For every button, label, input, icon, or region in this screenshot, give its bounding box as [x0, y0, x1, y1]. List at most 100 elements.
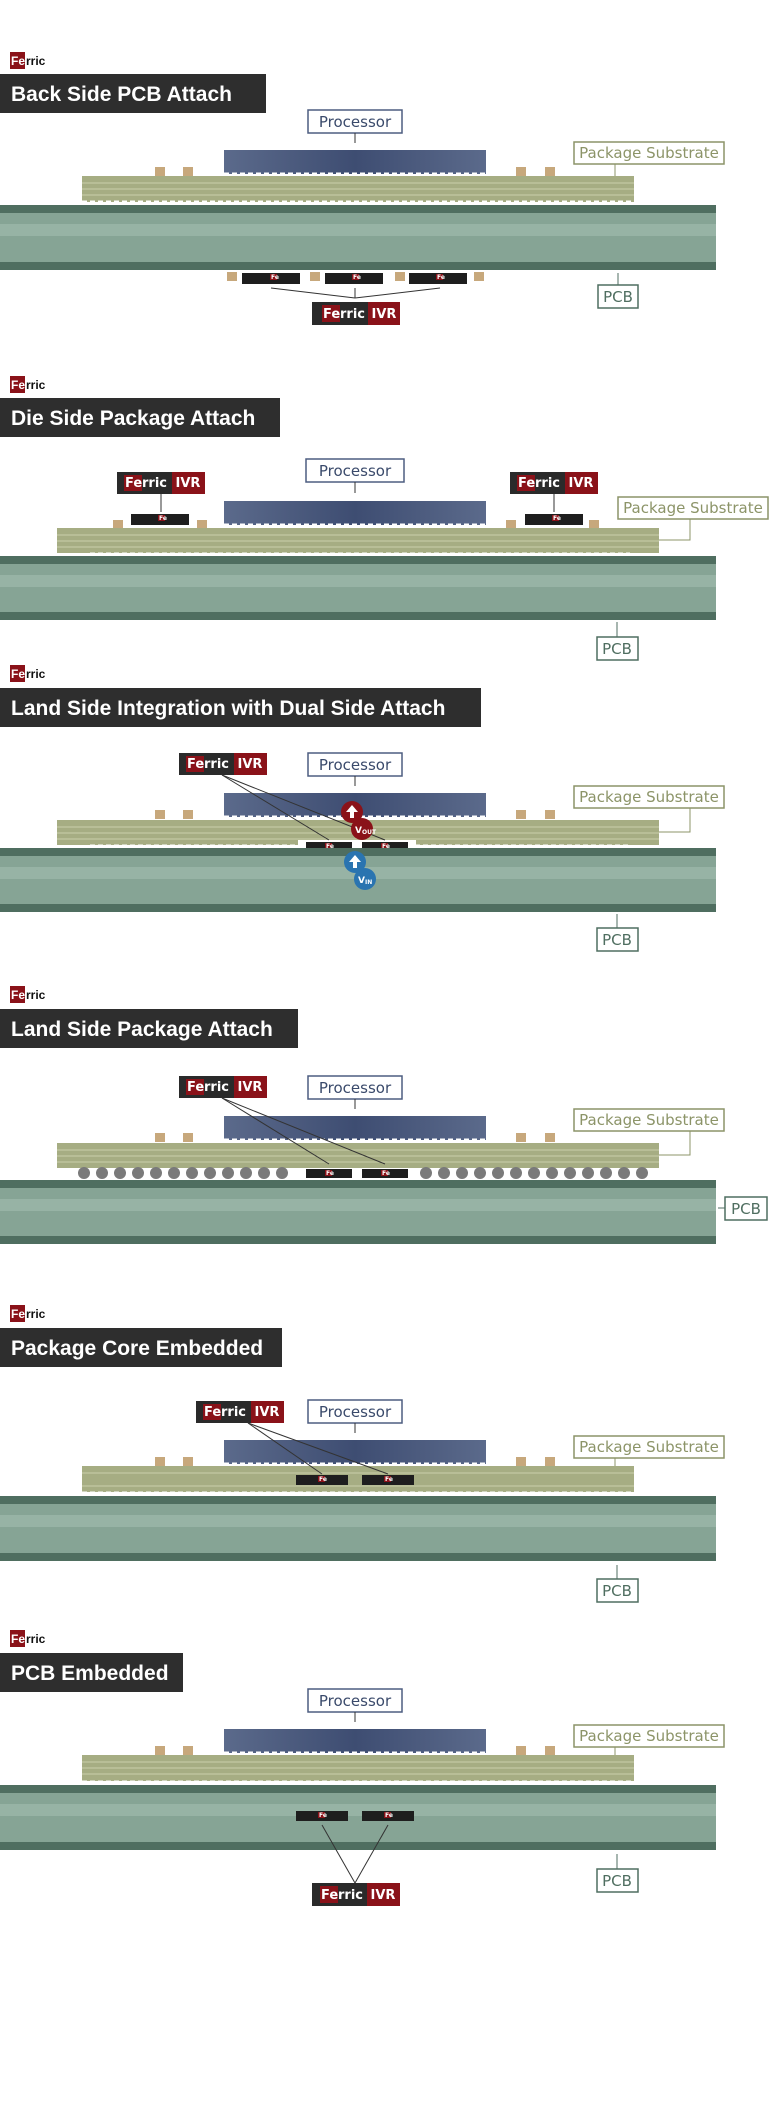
svg-text:Fe: Fe: [319, 1476, 327, 1483]
section-back-side-pcb-attach: Fe rric Back Side PCB Attach Processor P…: [0, 52, 725, 325]
vout-badge: V OUT: [341, 801, 377, 840]
package-substrate: [82, 1466, 634, 1492]
svg-text:Fe: Fe: [187, 757, 204, 772]
logo-prefix: Fe: [11, 54, 25, 68]
processor-die: [224, 150, 486, 174]
svg-text:Fe: Fe: [326, 843, 334, 850]
section-title-bar: [0, 1328, 282, 1367]
substrate-label: Package Substrate: [579, 788, 719, 806]
svg-text:rric: rric: [204, 1080, 229, 1095]
svg-text:Fe: Fe: [321, 1888, 338, 1903]
ivr-chip: Fe: [296, 1475, 348, 1485]
ivr-chip: Fe: [362, 1475, 414, 1485]
pad: [516, 167, 526, 176]
vout-label: V: [355, 826, 362, 836]
svg-text:rric: rric: [26, 378, 46, 392]
pcb: [0, 1793, 716, 1842]
substrate-label-box: [617, 496, 769, 520]
vin-badge: V IN: [344, 851, 376, 890]
ivr-chip: Fe: [362, 1811, 414, 1821]
substrate-label: Package Substrate: [579, 1111, 719, 1129]
svg-text:IVR: IVR: [371, 1888, 396, 1903]
section-title: Package Core Embedded: [11, 1337, 263, 1360]
svg-text:Fe: Fe: [437, 274, 445, 281]
svg-text:IN: IN: [365, 879, 372, 886]
svg-text:Fe: Fe: [319, 1812, 327, 1819]
substrate-label: Package Substrate: [623, 499, 763, 517]
ferric-logo: Fe rric: [10, 52, 46, 69]
section-die-side-package-attach: Fe rric Die Side Package Attach Processo…: [0, 376, 769, 661]
section-pcb-embedded: Fe rric PCB Embedded Processor Fe: [0, 1630, 725, 1906]
section-title-bar: [0, 74, 266, 113]
substrate-label-box: [573, 1108, 725, 1132]
pcb-label: PCB: [731, 1200, 761, 1218]
svg-text:IVR: IVR: [238, 757, 263, 772]
substrate-label-box: [573, 1435, 725, 1459]
svg-text:Fe: Fe: [326, 1170, 334, 1177]
processor-label: Processor: [319, 113, 392, 131]
pcb-label: PCB: [602, 640, 632, 658]
svg-text:Fe: Fe: [271, 274, 279, 281]
section-title-bar: [0, 688, 481, 727]
pcb-label: PCB: [603, 288, 633, 306]
section-title: PCB Embedded: [11, 1662, 169, 1685]
svg-text:IVR: IVR: [255, 1405, 280, 1420]
svg-text:Fe: Fe: [204, 1405, 221, 1420]
pcb-label: PCB: [602, 1582, 632, 1600]
pcb-top-layer: [0, 1180, 716, 1188]
ferric-ivr-badge: Fe rric IVR: [179, 1076, 267, 1098]
section-title: Die Side Package Attach: [11, 407, 255, 430]
pcb: [0, 1504, 716, 1553]
processor-label: Processor: [319, 1079, 392, 1097]
ivr-chip: Fe: [306, 1169, 352, 1178]
pcb-label: PCB: [602, 1872, 632, 1890]
svg-text:IVR: IVR: [569, 476, 594, 491]
ivr-chip: Fe: [362, 842, 408, 852]
svg-text:rric: rric: [535, 476, 560, 491]
pcb: [0, 213, 716, 262]
svg-text:Fe: Fe: [11, 1632, 25, 1646]
bga-balls-left: [78, 1167, 288, 1179]
svg-text:Fe: Fe: [125, 476, 142, 491]
svg-text:Fe: Fe: [11, 667, 25, 681]
pcb-top-layer: [0, 1785, 716, 1793]
svg-text:rric: rric: [204, 757, 229, 772]
section-title: Land Side Integration with Dual Side Att…: [11, 697, 445, 720]
substrate-label-box: [573, 1724, 725, 1748]
svg-text:rric: rric: [338, 1888, 363, 1903]
ivr-chip: Fe: [362, 1169, 408, 1178]
pcb-top-layer: [0, 1496, 716, 1504]
ferric-ivr-badge: Fe rric IVR: [510, 472, 598, 494]
svg-text:Fe: Fe: [382, 843, 390, 850]
pad: [395, 272, 405, 281]
substrate-label-box: [573, 141, 725, 165]
svg-text:Fe: Fe: [353, 274, 361, 281]
svg-text:IVR: IVR: [238, 1080, 263, 1095]
svg-text:IVR: IVR: [176, 476, 201, 491]
substrate-label-box: [573, 785, 725, 809]
section-package-core-embedded: Fe rric Package Core Embedded Processor …: [0, 1305, 725, 1603]
substrate-label: Package Substrate: [579, 1438, 719, 1456]
svg-text:Fe: Fe: [323, 307, 340, 322]
section-title: Back Side PCB Attach: [11, 83, 232, 106]
ferric-logo: Fe rric: [10, 665, 46, 682]
pcb: [0, 564, 716, 612]
svg-text:rric: rric: [26, 1307, 46, 1321]
svg-text:Fe: Fe: [385, 1812, 393, 1819]
svg-text:Fe: Fe: [518, 476, 535, 491]
processor-die: [224, 1116, 486, 1140]
logo-suffix: rric: [26, 54, 46, 68]
svg-text:Fe: Fe: [11, 1307, 25, 1321]
svg-text:rric: rric: [142, 476, 167, 491]
vin-label: V: [358, 876, 365, 886]
pad: [545, 167, 555, 176]
svg-text:Fe: Fe: [11, 378, 25, 392]
processor-label: Processor: [319, 1403, 392, 1421]
svg-text:rric: rric: [26, 667, 46, 681]
ferric-logo: Fe rric: [10, 376, 46, 393]
ferric-ivr-badge: Fe rric IVR: [196, 1401, 284, 1423]
ferric-ivr-badge: Fe rric IVR: [117, 472, 205, 494]
pcb: [0, 1188, 716, 1236]
svg-text:Fe: Fe: [11, 988, 25, 1002]
